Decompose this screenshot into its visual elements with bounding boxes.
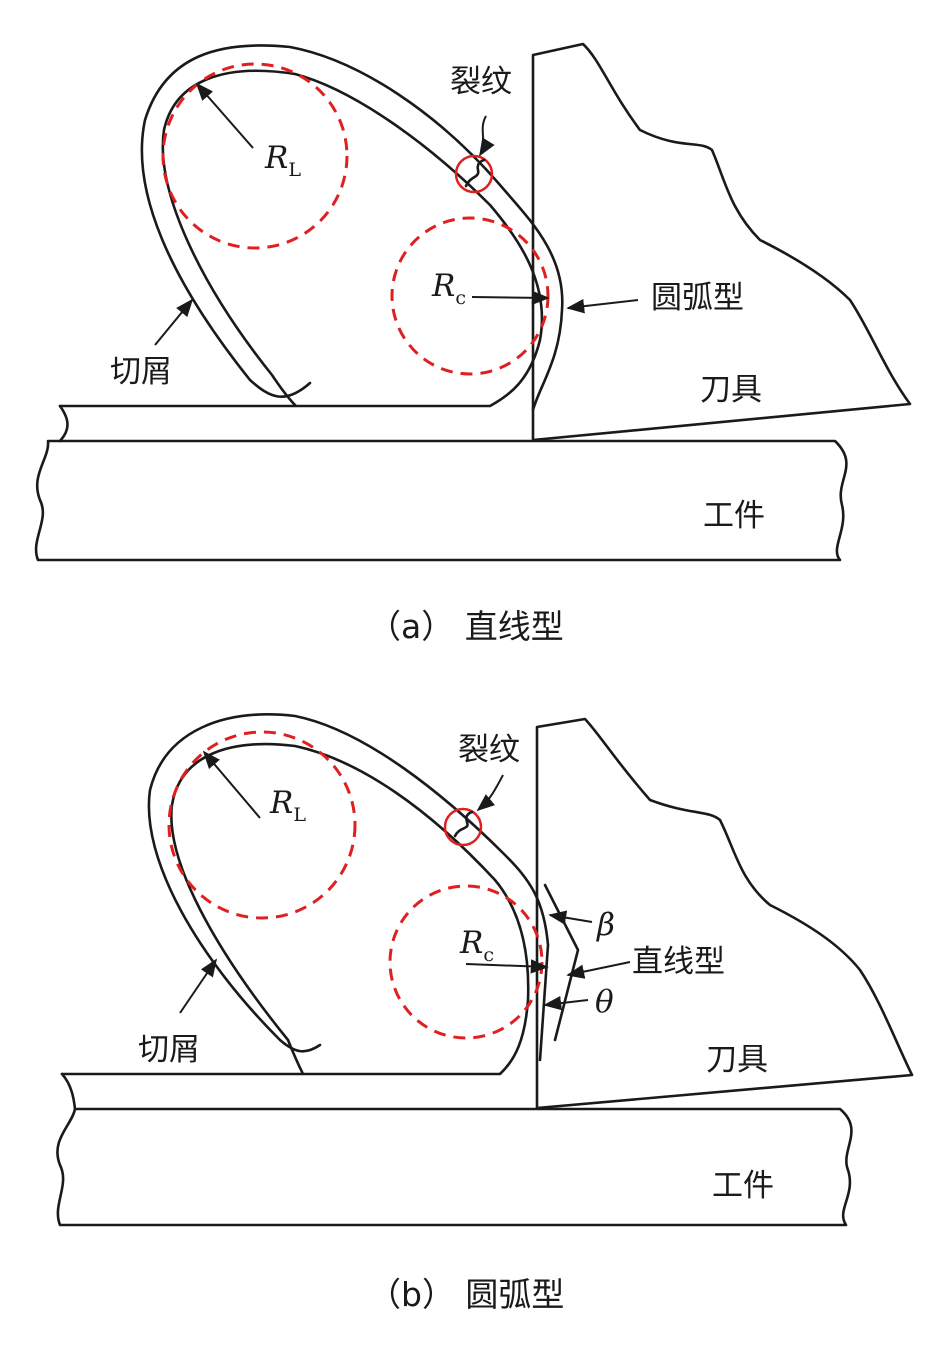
tool-label-b: 刀具 [706,1042,768,1078]
panel-a: 裂纹 圆弧型 切屑 刀具 工件 RL Rc （a） 直线型 [34,42,912,646]
crack-label-b: 裂纹 [458,732,520,768]
shape-label-a: 圆弧型 [651,280,744,316]
shape-arrow-b [566,961,631,979]
chip-arrow-a [154,298,194,346]
theta-arrow-b [543,995,589,1011]
panel-b: 裂纹 直线型 切屑 刀具 工件 β θ RL Rc （b） 圆弧型 [56,713,914,1314]
chip-outer-b [147,713,550,1062]
workpiece-b [56,1107,853,1227]
radius-c-label-b: Rc [459,925,494,966]
workpiece-a [34,439,848,562]
crack-marker-b [443,774,504,847]
chip-inner-b [60,742,530,1076]
crack-label-a: 裂纹 [450,64,512,100]
curl-circle-b [167,730,357,920]
chip-base-a [58,404,69,443]
radius-arrow-c-a [471,290,550,305]
tool-edge-b [543,883,580,1042]
radius-arrow-L-b [202,750,261,819]
crack-marker-a [454,115,495,194]
workpiece-label-b: 工件 [712,1168,774,1204]
contact-circle-a [390,216,550,376]
chip-outer-a [140,44,564,412]
shape-arrow-a [566,299,639,314]
chip-label-b: 切屑 [138,1032,200,1068]
radius-L-label-a: RL [264,140,301,181]
beta-arrow-b [548,910,593,925]
radius-arrow-c-b [465,959,549,974]
contact-circle-b [388,884,544,1040]
caption-a: （a） 直线型 [368,607,564,646]
chip-label-a: 切屑 [110,354,172,390]
curl-circle-a [161,62,349,250]
radius-c-label-a: Rc [431,268,466,309]
beta-label-b: β [596,907,615,943]
chip-arrow-b [179,958,218,1014]
radius-arrow-L-a [195,82,254,149]
tool-label-a: 刀具 [700,372,762,408]
tool-b [535,717,914,1110]
radius-L-label-b: RL [269,785,306,826]
caption-b: （b） 圆弧型 [368,1275,564,1314]
tool-a [531,42,912,442]
shape-label-b: 直线型 [632,944,725,980]
workpiece-label-a: 工件 [703,498,765,534]
theta-label-b: θ [595,984,614,1020]
chip-base-b [60,1072,77,1111]
